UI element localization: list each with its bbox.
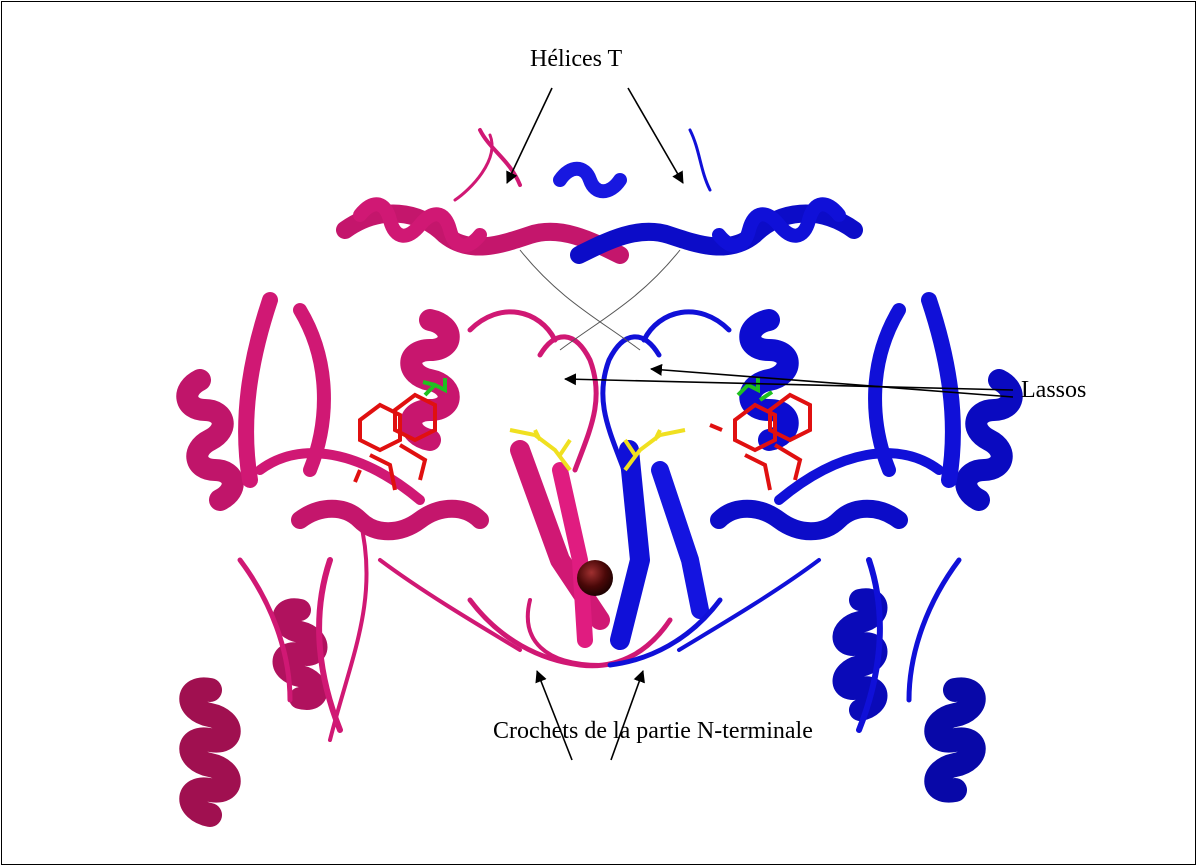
arrow-crochet-right <box>611 671 643 760</box>
chain-a-ribbon <box>187 130 670 815</box>
arrow-helice-t-left <box>507 88 552 183</box>
chain-b-ribbon <box>560 130 1012 791</box>
label-crochets: Crochets de la partie N-terminale <box>493 718 813 745</box>
metal-ion <box>577 560 613 596</box>
arrow-helice-t-right <box>628 88 683 183</box>
annotation-arrows <box>507 88 1013 760</box>
label-lassos: Lassos <box>1021 377 1086 404</box>
arrow-crochet-left <box>537 671 572 760</box>
label-helices-t: Hélices T <box>530 46 622 73</box>
linker-strands <box>520 250 680 350</box>
